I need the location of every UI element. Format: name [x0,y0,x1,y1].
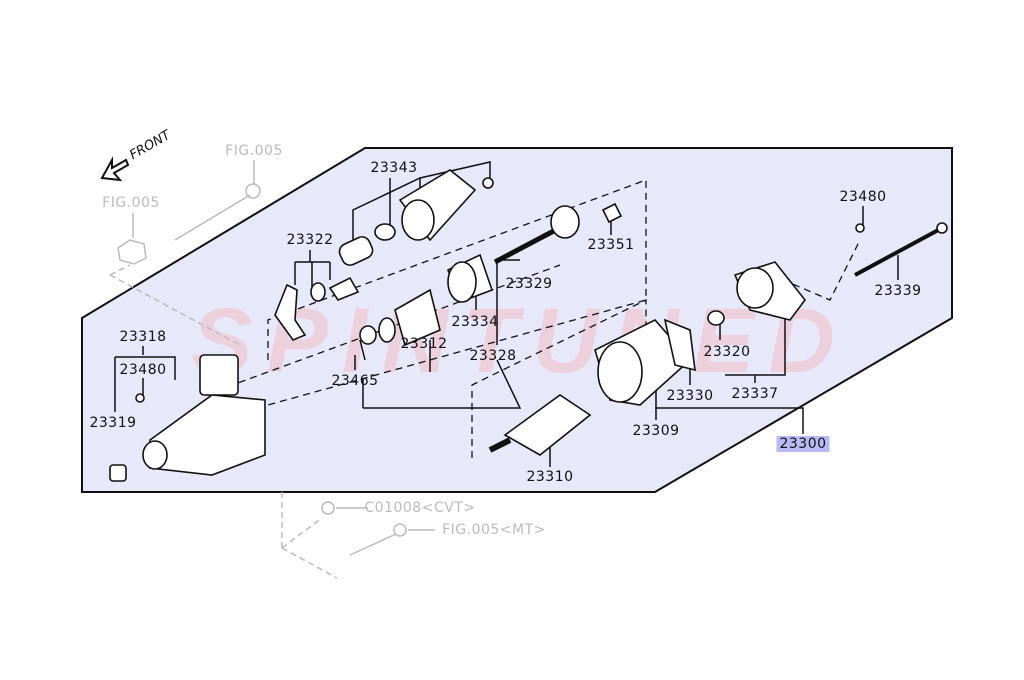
armature [503,394,592,456]
part-23322[interactable]: 23322 [286,232,334,248]
pinion-gear [394,288,441,347]
ref-fig005-top[interactable]: FIG.005 [225,143,283,159]
ref-fig005-left[interactable]: FIG.005 [102,195,160,211]
part-23351[interactable]: 23351 [587,237,635,253]
ref-c01008-cvt[interactable]: C01008<CVT> [364,500,476,516]
part-23319[interactable]: 23319 [89,415,137,431]
assembly-panel [81,147,953,493]
part-23480-left[interactable]: 23480 [119,362,167,378]
part-23300-highlighted[interactable]: 23300 [776,436,830,452]
part-23343[interactable]: 23343 [370,160,418,176]
part-23339[interactable]: 23339 [874,283,922,299]
part-23318[interactable]: 23318 [119,329,167,345]
part-23329[interactable]: 23329 [505,276,553,292]
front-arrow-icon [100,156,130,182]
part-23320[interactable]: 23320 [703,344,751,360]
part-23480-right[interactable]: 23480 [839,189,887,205]
part-23334[interactable]: 23334 [451,314,499,330]
part-23465[interactable]: 23465 [331,373,379,389]
part-23310[interactable]: 23310 [526,469,574,485]
part-23328[interactable]: 23328 [469,348,517,364]
part-23330[interactable]: 23330 [666,388,714,404]
part-23309[interactable]: 23309 [632,423,680,439]
ref-fig005-mt[interactable]: FIG.005<MT> [442,522,546,538]
part-23337[interactable]: 23337 [731,386,779,402]
part-23312[interactable]: 23312 [400,336,448,352]
